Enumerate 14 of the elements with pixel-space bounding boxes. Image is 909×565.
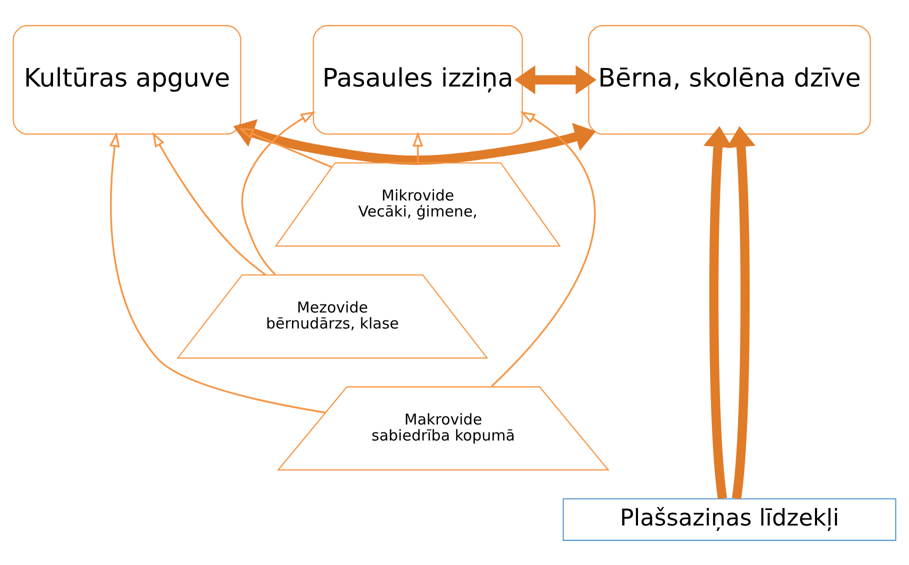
node-box: Kultūras apguve <box>12 24 242 134</box>
node-box: Pasaules izziņa <box>312 24 523 134</box>
arrow <box>241 110 316 275</box>
arrow <box>514 64 596 94</box>
arrow <box>109 131 326 413</box>
arrow <box>238 127 332 168</box>
arrow <box>152 131 266 276</box>
arrow <box>703 126 732 499</box>
arrow <box>490 110 596 387</box>
arrow <box>233 118 596 164</box>
arrow <box>726 126 756 499</box>
arrow <box>412 131 424 162</box>
node-box: Plašsaziņas līdzekļi <box>562 498 896 540</box>
node-box: Bērna, skolēna dzīve <box>588 24 871 134</box>
